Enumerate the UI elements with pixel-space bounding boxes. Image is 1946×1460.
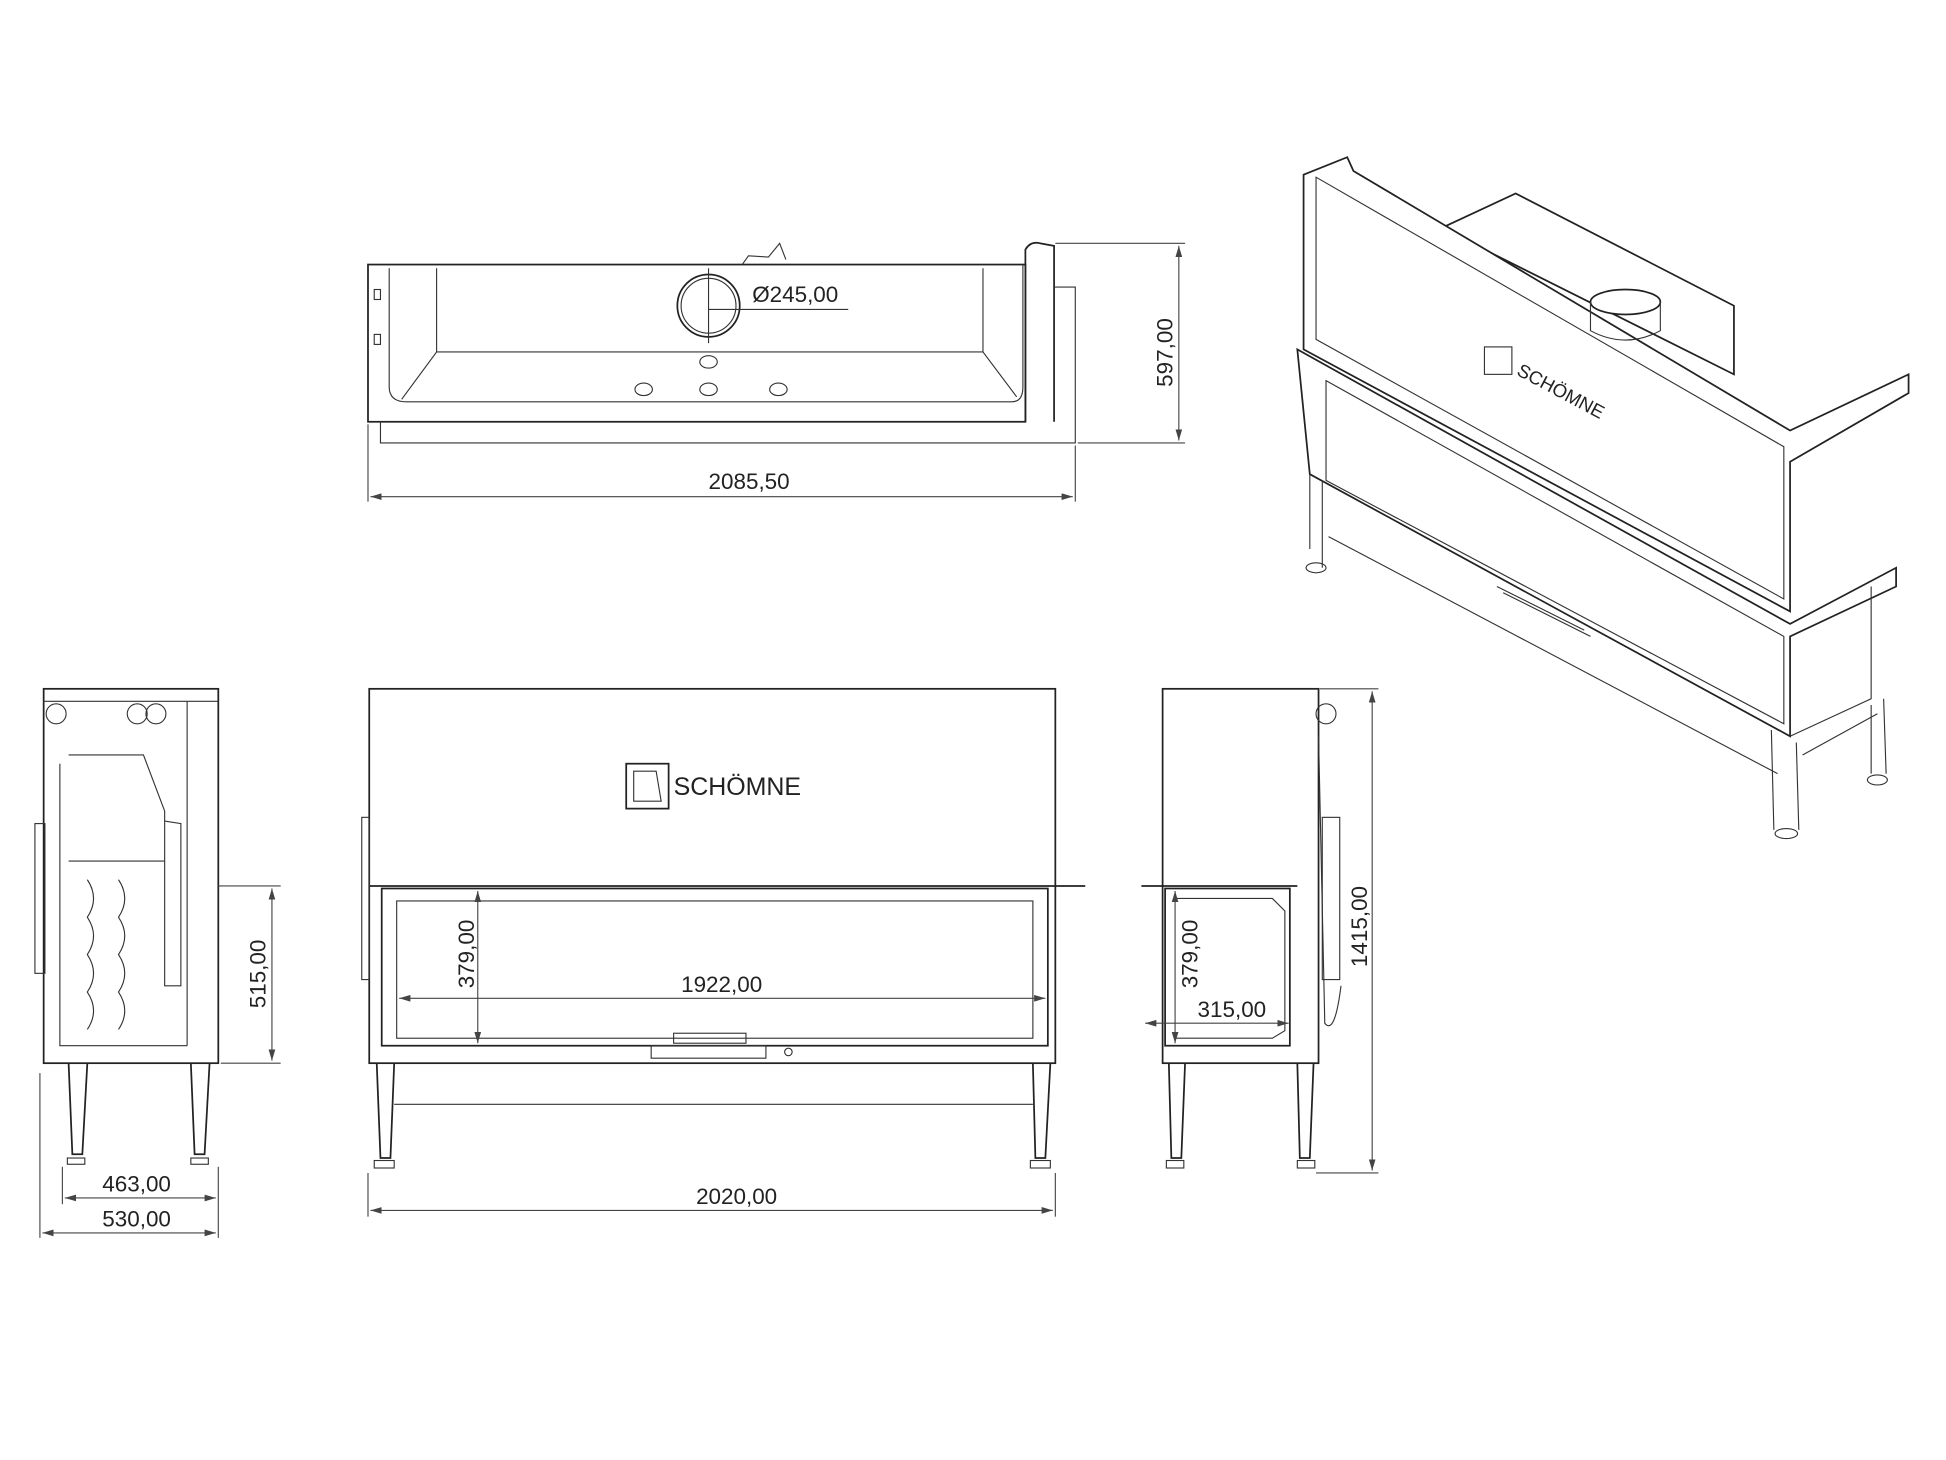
isometric-view: SCHÖMNE — [1296, 156, 1910, 840]
side-glass-width-label: 315,00 — [1198, 997, 1267, 1022]
firebox-height-label: 515,00 — [246, 940, 271, 1009]
front-overall-width-label: 2020,00 — [696, 1184, 777, 1209]
side-glass-height-label: 379,00 — [1178, 920, 1203, 989]
inner-depth-label: 463,00 — [102, 1172, 171, 1197]
right-side-view: 379,00 315,00 1415,00 — [1141, 687, 1379, 1174]
flue-diameter-label: Ø245,00 — [752, 282, 838, 307]
overall-depth-label: 530,00 — [102, 1207, 171, 1232]
left-side-view: 515,00 463,00 530,00 — [34, 687, 281, 1238]
overall-height-label: 1415,00 — [1347, 886, 1372, 967]
front-logo-text: SCHÖMNE — [674, 773, 801, 801]
front-glass-height-label: 379,00 — [454, 920, 479, 989]
depth-label: 597,00 — [1153, 318, 1178, 387]
glass-width-label: 1922,00 — [681, 972, 762, 997]
top-view: Ø245,00 2085,50 597,00 — [367, 241, 1186, 502]
front-view: SCHÖMNE 2020,00 1922,00 379,00 — [361, 687, 1086, 1217]
overall-width-label: 2085,50 — [709, 469, 790, 494]
